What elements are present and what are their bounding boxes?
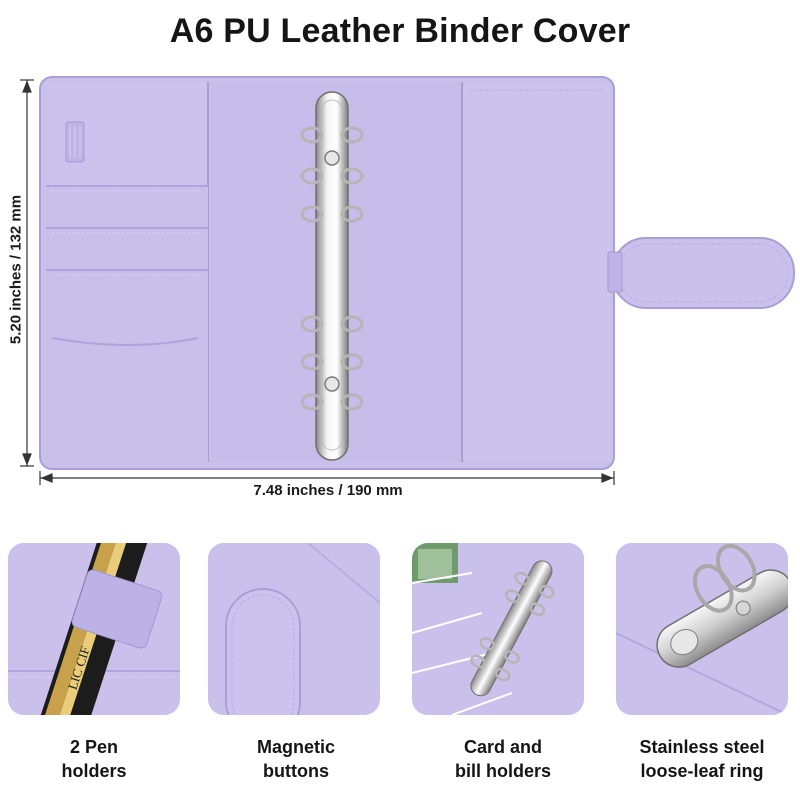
feature-caption-line: loose-leaf ring [640, 761, 764, 781]
feature-caption-line: Card and [463, 737, 542, 757]
feature-caption-steel-ring: Stainless steel loose-leaf ring [607, 735, 797, 783]
magnetic-button-thumbnail [208, 543, 380, 715]
magnetic-strap [611, 237, 795, 309]
card-holder-icon [412, 543, 584, 715]
height-dimension-line [20, 79, 34, 467]
feature-caption-line: holders [61, 761, 127, 781]
feature-caption-pen-holders: 2 Pen holders [0, 735, 189, 783]
binder-ring-mechanism [300, 91, 364, 461]
feature-caption-line: buttons [263, 761, 329, 781]
card-holder-thumbnail [412, 543, 584, 715]
feature-caption-line: bill holders [454, 761, 551, 781]
width-dimension-line [39, 471, 615, 485]
pen-holder-thumbnail: LIC CIF [8, 543, 180, 715]
feature-caption-card-holders: Card and bill holders [408, 735, 598, 783]
width-dimension-label: 7.48 inches / 190 mm [253, 482, 403, 499]
binder-ring-icon [616, 543, 788, 715]
magnetic-button-icon [208, 543, 380, 715]
feature-caption-line: Stainless steel [639, 737, 765, 757]
page-title: A6 PU Leather Binder Cover [169, 12, 631, 50]
feature-caption-magnetic-buttons: Magnetic buttons [201, 735, 391, 783]
height-dimension-label: 5.20 inches / 132 mm [7, 194, 25, 345]
binder-ring-thumbnail [616, 543, 788, 715]
feature-caption-line: Magnetic [256, 737, 335, 757]
pen-holder-icon: LIC CIF [8, 543, 180, 715]
pen-loop-right [607, 251, 623, 293]
binder-cover-image [20, 76, 795, 485]
feature-caption-line: 2 Pen [69, 737, 119, 757]
